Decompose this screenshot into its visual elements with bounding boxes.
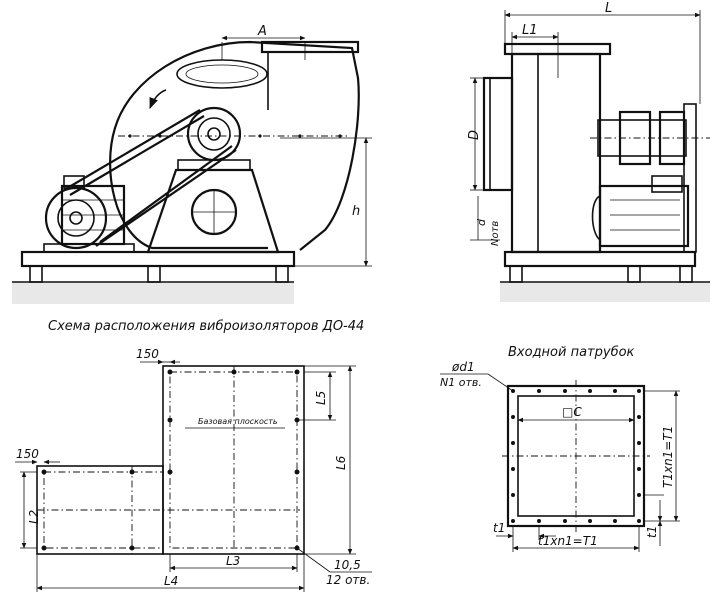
dim-t1-right: t1: [645, 526, 659, 538]
dim-t1xn1-bottom: t1xn1=T1: [538, 534, 598, 548]
volute-housing: [109, 40, 360, 251]
base-plane-label: Базовая плоскость: [198, 417, 278, 426]
front-housing: [510, 52, 602, 254]
ground-hatch-right: [500, 282, 710, 302]
dim-N1: N1 отв.: [440, 376, 482, 389]
front-inlet-collar: [482, 76, 514, 192]
drive-belt-upper: [63, 109, 201, 191]
dim-Nomv: Nотв: [490, 221, 501, 246]
dim-d: d: [475, 218, 488, 226]
vibration-isolator-layout: Базовая плоскость 150 150 L5 L6 L2 L3: [15, 347, 372, 592]
dim-t1xn1-right: T1xn1=T1: [661, 426, 675, 488]
ground-hatch-left: [12, 282, 294, 304]
dim-D: D: [467, 130, 482, 140]
pedestal: [146, 168, 280, 254]
dim-C: □C: [562, 405, 582, 419]
drive-belt-lower: [95, 149, 237, 247]
dim-L1: L1: [522, 23, 538, 38]
dim-10-5: 10,5: [334, 558, 361, 572]
dim-12-holes: 12 отв.: [326, 573, 370, 587]
fan-front-view: L L1 D d Nотв: [467, 1, 710, 302]
inlet-title: Входной патрубок: [508, 345, 635, 360]
dim-L3: L3: [226, 554, 240, 568]
dim-L6: L6: [334, 455, 348, 470]
dim-A: A: [257, 24, 267, 39]
isolator-points: [41, 369, 300, 551]
dim-t1-bottom: t1: [493, 521, 505, 535]
dim-150-top: 150: [136, 347, 159, 361]
vib-title: Схема расположения виброизоляторов ДО-44: [48, 319, 364, 334]
flange-holes: [511, 389, 641, 523]
fan-side-view: A h: [12, 24, 372, 304]
inlet-ellipse: [176, 59, 268, 89]
dim-h: h: [352, 204, 360, 219]
inlet-flange: □C ød1 N1 отв. t1 t1xn1=T1 T1xn1=T1 t1: [440, 360, 680, 552]
dim-L5: L5: [314, 391, 328, 405]
dim-L2: L2: [27, 510, 41, 524]
dim-L: L: [605, 1, 612, 16]
base-frame: [20, 250, 296, 268]
front-motor: [598, 184, 690, 248]
motor-pulley: [44, 186, 108, 250]
outlet-flange: [260, 40, 360, 54]
dim-L4: L4: [164, 574, 178, 588]
dim-d1: ød1: [451, 360, 475, 374]
dim-150-left: 150: [16, 447, 39, 461]
upper-frame-outline: [162, 365, 305, 555]
